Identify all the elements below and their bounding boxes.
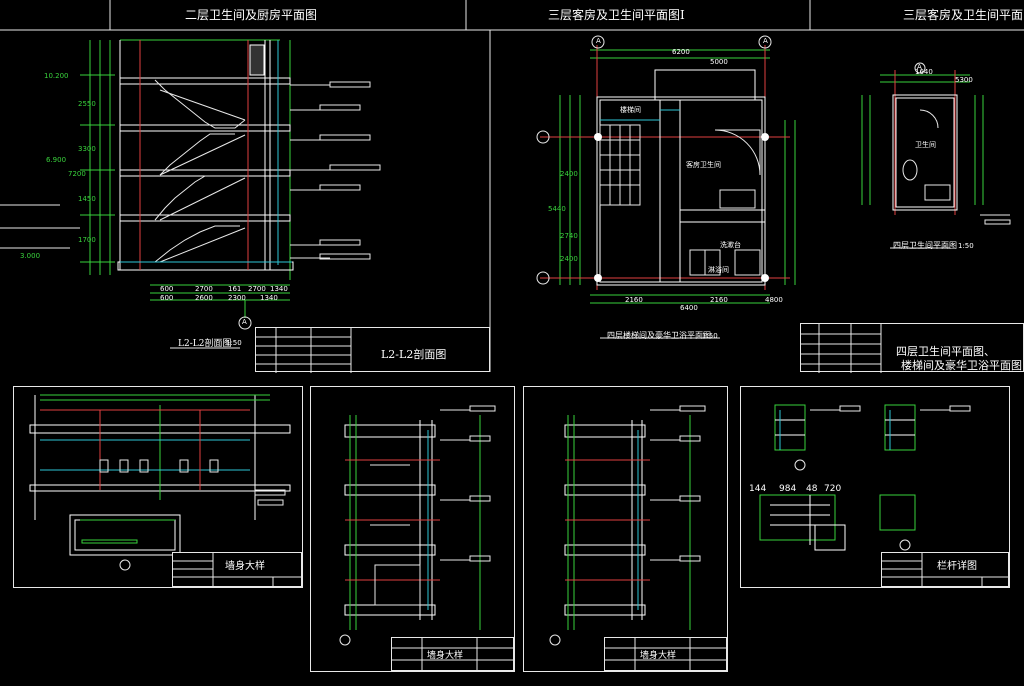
dim-left-2: 6.900 [46,156,67,164]
dim-bottom-6400: 6400 [680,304,698,312]
sheet-wall-detail-2: 墙身大样 [310,386,515,672]
dim-bottom-6: 2600 [195,294,213,302]
title-block-7: 栏杆详图 [881,552,1010,588]
dim-left-2400: 2400 [560,170,578,178]
title-block-1-title: L2-L2剖面图 [381,348,447,361]
small-dim-top-1: 5300 [955,76,973,84]
wall-section-drawing-2 [339,405,496,646]
grid-axis-a-3: A [763,37,768,45]
bath-plan-scale: 1:50 [702,332,718,340]
title-block-5-title: 墙身大样 [427,651,464,661]
small-dim-top-0: 1640 [915,68,933,76]
railing-detail-drawing [759,404,971,551]
dim-left-6: 3.000 [20,252,41,260]
dim-left-2400b: 2400 [560,255,578,263]
dim-bottom-1: 2700 [195,285,213,293]
dim-bottom-0: 600 [160,285,174,293]
top-title-left: 二层卫生间及厨房平面图 [185,8,318,22]
section-caption: L2-L2剖面图 [178,339,232,349]
top-title-right: 三层客房及卫生间平面图II [903,8,1024,22]
dim-bottom-3: 2700 [248,285,266,293]
title-block-4: 墙身大样 [172,552,303,588]
dim-left-1: 2550 [78,100,96,108]
dim-top-5000: 5000 [710,58,728,66]
dim-left-4: 1450 [78,195,96,203]
dim-bottom-5: 600 [160,294,174,302]
title-block-6-title: 墙身大样 [640,651,677,661]
dim-left-5: 7200 [68,170,86,178]
dim-left-0: 10.200 [44,72,69,80]
dim-bottom-7: 2300 [228,294,246,302]
small-plan-caption: 四层卫生间平面图 [893,241,957,250]
dim-left-2740: 2740 [560,232,578,240]
dim-bottom-8: 1340 [260,294,278,302]
dim-left-5440: 5440 [548,205,566,213]
small-bath-plan [861,62,1011,249]
room-guest-bath: 客房卫生间 [686,161,721,169]
title-block-3: 四层卫生间平面图、 楼梯间及豪华卫浴平面图 [800,323,1024,373]
title-block-3-line2: 楼梯间及豪华卫浴平面图 [901,359,1022,372]
sheet-railing-detail: 144 984 48 720 栏杆详图 [740,386,1010,588]
bath-plan-drawing [536,35,796,339]
grid-axis-a-1: A [242,318,247,326]
railing-dim-1: 984 [779,484,797,494]
room-stair: 楼梯间 [620,106,641,114]
dim-bottom-2160b: 2160 [710,296,728,304]
top-title-mid: 三层客房及卫生间平面图I [548,8,685,22]
dim-left-7: 1700 [78,236,96,244]
sheet-wall-detail-3: 墙身大样 [523,386,728,672]
dim-left-3: 3300 [78,145,96,153]
dim-top-6200: 6200 [672,48,690,56]
room-basin: 洗漱台 [720,241,741,249]
railing-dim-0: 144 [749,484,767,494]
wall-detail-drawing-1 [29,394,291,571]
sheet-wall-detail-1: 墙身大样 [13,386,303,588]
title-block-6: 墙身大样 [604,637,728,672]
section-drawing [0,39,381,349]
grid-axis-a-2: A [596,37,601,45]
section-scale: 1:50 [226,339,242,347]
wall-section-drawing-3 [549,405,706,646]
small-plan-scale: 1:50 [958,242,974,250]
dim-bottom-2160: 2160 [625,296,643,304]
railing-dim-2: 48 [806,484,818,494]
small-room: 卫生间 [915,141,936,149]
dim-bottom-4: 1340 [270,285,288,293]
title-block-4-title: 墙身大样 [225,561,265,572]
title-block-1: L2-L2剖面图 [255,327,490,373]
title-block-5: 墙身大样 [391,637,515,672]
room-shower: 淋浴间 [708,266,729,274]
dim-bottom-2: 161 [228,285,242,293]
grid-axis-a-4: A [917,63,922,71]
title-block-7-title: 栏杆详图 [937,561,977,572]
dim-bottom-4800: 4800 [765,296,783,304]
title-block-3-line1: 四层卫生间平面图、 [896,345,995,358]
railing-dim-3: 720 [824,484,842,494]
bath-plan-caption: 四层楼梯间及豪华卫浴平面图 [607,331,711,340]
